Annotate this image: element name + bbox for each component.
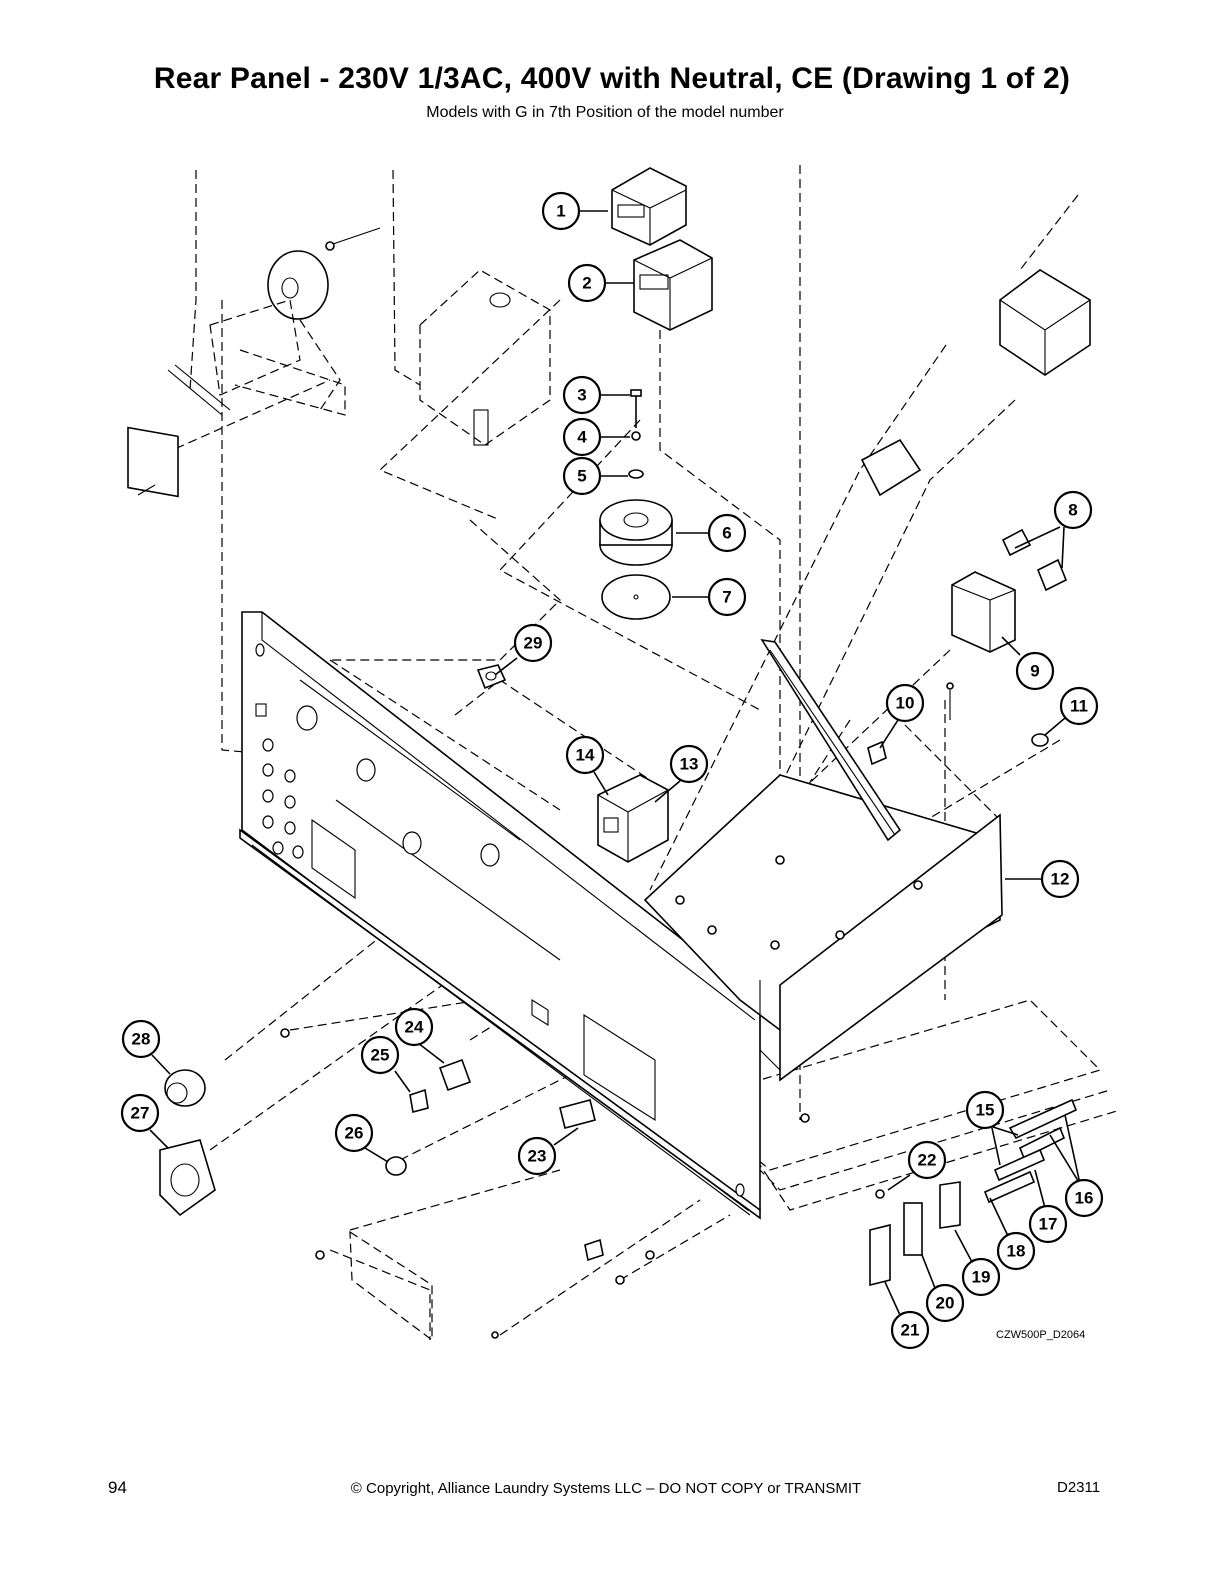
callout-27: 27 [120, 1093, 160, 1133]
callout-20: 20 [925, 1283, 965, 1323]
callout-21: 21 [890, 1310, 930, 1350]
svg-text:13: 13 [680, 755, 699, 774]
svg-text:26: 26 [345, 1124, 364, 1143]
svg-text:25: 25 [371, 1046, 390, 1065]
page-number: 94 [108, 1478, 127, 1497]
callout-28: 28 [121, 1019, 161, 1059]
motor-stack [599, 389, 673, 620]
contactor-parts [611, 167, 1091, 376]
svg-text:20: 20 [936, 1294, 955, 1313]
page-title: Rear Panel - 230V 1/3AC, 400V with Neutr… [153, 62, 1071, 95]
svg-text:21: 21 [901, 1321, 920, 1340]
lower-left-parts [159, 664, 596, 1342]
rear-panel [239, 611, 761, 1220]
document-code: D2311 [1057, 1479, 1101, 1496]
callout-15: 15 [965, 1090, 1005, 1130]
callout-14: 14 [565, 735, 605, 775]
callout-10: 10 [885, 683, 925, 723]
drawing-code: CZW500P_D2064 [996, 1329, 1085, 1341]
svg-text:7: 7 [722, 588, 731, 607]
callout-26: 26 [334, 1113, 374, 1153]
svg-text:16: 16 [1075, 1189, 1094, 1208]
svg-text:11: 11 [1070, 697, 1088, 716]
callout-2: 2 [567, 263, 607, 303]
svg-text:8: 8 [1068, 501, 1077, 520]
callout-1: 1 [541, 191, 581, 231]
callout-4: 4 [562, 417, 602, 457]
svg-text:17: 17 [1039, 1215, 1058, 1234]
callout-9: 9 [1015, 651, 1055, 691]
callout-29: 29 [513, 623, 553, 663]
copyright-notice: © Copyright, Alliance Laundry Systems LL… [350, 1480, 862, 1497]
callout-16: 16 [1064, 1178, 1104, 1218]
bottom-hardware [280, 1028, 810, 1339]
svg-text:2: 2 [582, 274, 591, 293]
svg-text:3: 3 [577, 386, 586, 405]
svg-text:27: 27 [131, 1104, 150, 1123]
callout-24: 24 [394, 1007, 434, 1047]
switch-assembly [597, 774, 669, 863]
svg-text:23: 23 [528, 1147, 547, 1166]
callout-23: 23 [517, 1136, 557, 1176]
svg-text:12: 12 [1051, 870, 1070, 889]
svg-text:5: 5 [577, 467, 586, 486]
callout-11: 11 [1059, 686, 1099, 726]
callout-8: 8 [1053, 490, 1093, 530]
svg-text:1: 1 [556, 202, 565, 221]
upper-left-components [127, 227, 551, 498]
callout-19: 19 [961, 1257, 1001, 1297]
callout-17: 17 [1028, 1204, 1068, 1244]
svg-text:10: 10 [896, 694, 915, 713]
callout-7: 7 [707, 577, 747, 617]
leader-lines [149, 210, 1081, 1316]
callout-13: 13 [669, 744, 709, 784]
svg-text:4: 4 [577, 428, 587, 447]
fuse-holder-parts [869, 1098, 1078, 1287]
page-subtitle: Models with G in 7th Position of the mod… [426, 104, 784, 121]
svg-text:29: 29 [524, 634, 543, 653]
callout-12: 12 [1040, 859, 1080, 899]
svg-text:24: 24 [405, 1018, 424, 1037]
svg-text:22: 22 [918, 1151, 937, 1170]
callout-6: 6 [707, 513, 747, 553]
svg-text:19: 19 [972, 1268, 991, 1287]
callout-25: 25 [360, 1035, 400, 1075]
callout-5: 5 [562, 456, 602, 496]
svg-text:14: 14 [576, 746, 595, 765]
right-side-parts [860, 438, 1068, 766]
svg-text:15: 15 [976, 1101, 995, 1120]
callout-22: 22 [907, 1140, 947, 1180]
callout-18: 18 [996, 1231, 1036, 1271]
svg-text:6: 6 [722, 524, 731, 543]
svg-text:28: 28 [132, 1030, 151, 1049]
svg-text:18: 18 [1007, 1242, 1026, 1261]
svg-text:9: 9 [1030, 662, 1039, 681]
callout-3: 3 [562, 375, 602, 415]
chassis-tray [643, 638, 1003, 1082]
